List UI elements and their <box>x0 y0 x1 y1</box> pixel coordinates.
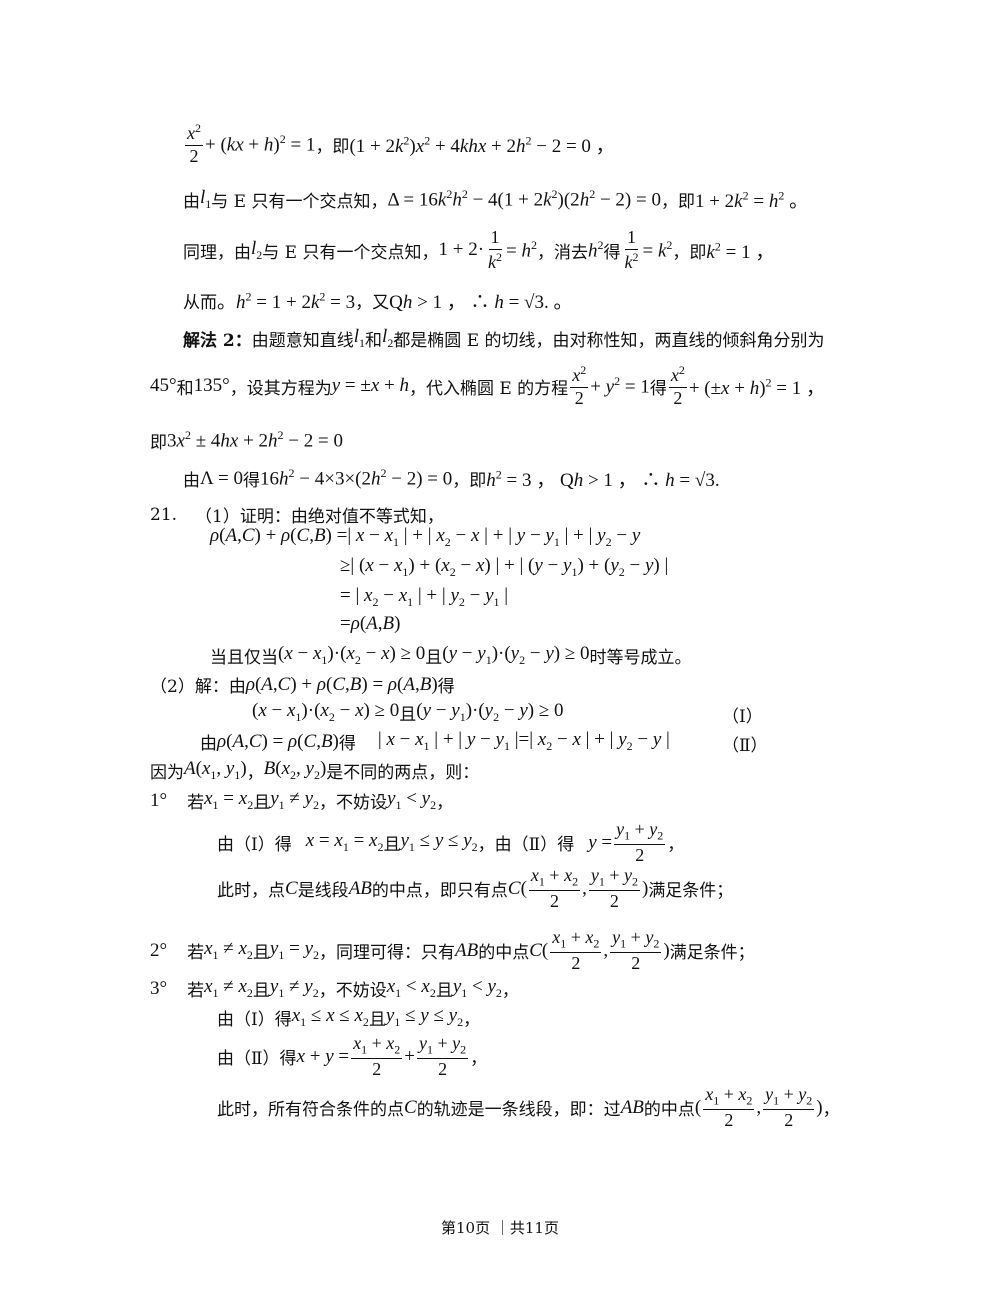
proof-line-3: = | x2 − x1 | + | y2 − y1 | <box>340 585 509 609</box>
condition-I-line: (x − x1)·(x2 − x) ≥ 0 且 (y − y1)·(y2 − y… <box>252 700 564 725</box>
condition-II-line: 由 ρ(A,C) = ρ(C,B) 得 | x − x1 | + | y − y… <box>200 729 670 754</box>
equation-line-4: 从而 。h2 = 1 + 2k2 = 3 ，又 Qh > 1 ， ∴ h = √… <box>183 289 573 313</box>
equality-condition-line: 当且仅当 (x − x1)·(x2 − x) ≥ 0 且 (y − y1)·(y… <box>210 643 692 668</box>
proof-line-4: =ρ(A,B) <box>340 613 401 634</box>
proof-line-2: ≥| (x − x1) + (x2 − x) | + | (y − y1) + … <box>340 555 669 579</box>
tag-II: （Ⅱ） <box>722 736 768 756</box>
because-line: 因为 A(x1, y1) ， B(x2, y2) 是不同的两点，则： <box>150 758 480 783</box>
part-2-line: （2）解：由 ρ(A,C) + ρ(C,B) = ρ(A,B) 得 <box>150 673 455 698</box>
equation-line-7: 即 3x2 ± 4hx + 2h2 − 2 = 0 <box>150 428 343 453</box>
proof-line-1: ρ(A,C) + ρ(C,B) =| x − x1 | + | x2 − x |… <box>210 525 641 549</box>
equation-line-2: 由 l1 与 E 只有一个交点知， Δ = 16k2h2 − 4(1 + 2k2… <box>183 187 809 212</box>
case-1-result-line: 由（Ⅰ）得 x = x1 = x2 且 y1 ≤ y ≤ y2 ，由（Ⅱ）得 y… <box>217 819 685 865</box>
question-21-line: 21. （1）证明：由绝对值不等式知， <box>150 504 444 528</box>
equation-line-6: 45° 和 135° ，设其方程为 y = ±x + h ，代入椭圆 E 的方程… <box>150 363 825 408</box>
case-3-conclusion-line: 此时，所有符合条件的点 C 的轨迹是一条线段，即：过 AB 的中点 ( x1 +… <box>217 1084 840 1130</box>
tag-I: （Ⅰ） <box>722 707 763 727</box>
equation-line-8: 由 Λ = 0 得 16h2 − 4×3×(2h2 − 2) = 0 ，即 h2… <box>183 466 720 491</box>
solution-2-line: 解法 2： 由题意知直线 l1 和 l2 都是椭圆 E 的切线，由对称性知，两直… <box>183 326 825 351</box>
case-3-line: 3° 若 x1 ≠ x2 且 y1 ≠ y2 ，不妨设 x1 < x2 且 y1… <box>150 976 519 1001</box>
case-3-result-1-line: 由（Ⅰ）得 x1 ≤ x ≤ x2 且 y1 ≤ y ≤ y2 ， <box>217 1005 481 1030</box>
solution-2-label: 解法 2： <box>183 331 252 351</box>
case-2-line: 2° 若 x1 ≠ x2 且 y1 = y2 ，同理可得：只有 AB 的中点 C… <box>150 927 755 973</box>
case-1-line: 1° 若 x1 = x2 且 y1 ≠ y2 ，不妨设 y1 < y2 ， <box>150 788 454 813</box>
page-footer: 第10页 ｜共11页 <box>441 1219 559 1237</box>
